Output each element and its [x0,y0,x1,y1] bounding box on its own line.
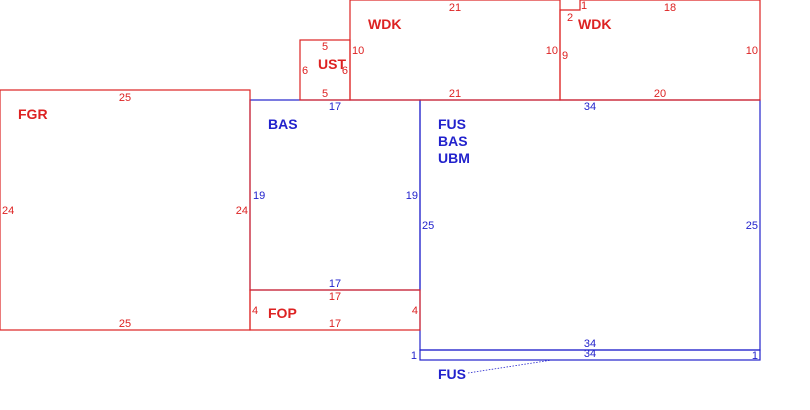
room-fop-left-dim: 4 [252,305,258,317]
room-ust: UST 5 5 6 6 [299,39,351,101]
room-wdk-1-bottom-dim: 21 [449,88,461,100]
room-wdk-2: WDK 18 20 9 10 1 2 [559,0,761,101]
room-fus-strip-right-dim: 1 [752,350,758,362]
room-wdk-2-outline [559,0,761,101]
room-fus-strip-label: FUS [438,366,466,382]
room-fgr-top-dim: 25 [119,92,131,104]
room-fop-label: FOP [268,305,297,321]
room-fgr-label: FGR [18,106,48,122]
room-fgr-outline [0,89,251,331]
room-wdk-2-notch-side-dim: 2 [567,12,573,24]
room-wdk-1-label: WDK [368,16,401,32]
room-bas-left-dim: 19 [253,190,265,202]
room-ust-bottom-dim: 5 [322,88,328,100]
room-wdk-1-left-dim: 10 [352,45,364,57]
room-bas-bottom-dim: 17 [329,278,341,290]
room-fus-main-label-2: BAS [438,133,468,149]
room-wdk-1-right-dim: 10 [546,45,558,57]
room-fgr: FGR 25 25 24 24 [0,89,251,331]
room-fop-bottom-dim: 17 [329,318,341,330]
room-fus-main-label-1: FUS [438,116,466,132]
room-ust-top-dim: 5 [322,41,328,53]
room-fop-top-dim: 17 [329,291,341,303]
room-bas-label: BAS [268,116,298,132]
room-wdk-2-left-dim: 9 [562,50,568,62]
room-wdk-1-top-dim: 21 [449,2,461,14]
room-fus-main-right-dim: 25 [746,220,758,232]
room-fus-strip-top-dim: 34 [584,348,596,360]
room-wdk-2-bottom-dim: 20 [654,88,666,100]
room-fgr-bottom-dim: 25 [119,318,131,330]
room-fus-main-bottom-dim: 34 [584,338,596,350]
room-fgr-left-dim: 24 [2,205,14,217]
room-ust-right-dim: 6 [342,65,348,77]
room-ust-left-dim: 6 [302,65,308,77]
room-bas-top-dim: 17 [329,101,341,113]
room-ust-label: UST [318,56,346,72]
room-wdk-2-notch-top-dim: 1 [581,0,587,12]
room-fus-strip: 34 1 1 FUS [411,348,761,382]
room-fop-right-dim: 4 [412,305,418,317]
room-wdk-1: WDK 21 21 10 10 [349,0,561,101]
room-fus-main-label-3: UBM [438,150,470,166]
room-bas: BAS 17 17 19 19 [249,99,421,291]
room-fop: FOP 17 17 4 4 [249,289,421,331]
room-fus-main-top-dim: 34 [584,101,596,113]
room-fus-main-left-dim: 25 [422,220,434,232]
room-wdk-2-label: WDK [578,16,611,32]
room-fus-main: FUS BAS UBM 34 34 25 25 [419,99,761,351]
room-wdk-2-top-dim: 18 [664,2,676,14]
room-bas-right-dim: 19 [406,190,418,202]
room-fop-outline [249,289,421,331]
room-wdk-1-outline [349,0,561,101]
room-wdk-2-right-dim: 10 [746,45,758,57]
room-fus-strip-outline [419,349,761,361]
room-fus-strip-left-dim: 1 [411,350,417,362]
room-fus-strip-leader-line [467,359,553,374]
room-fus-main-outline [419,99,761,351]
room-fgr-right-dim: 24 [236,205,248,217]
